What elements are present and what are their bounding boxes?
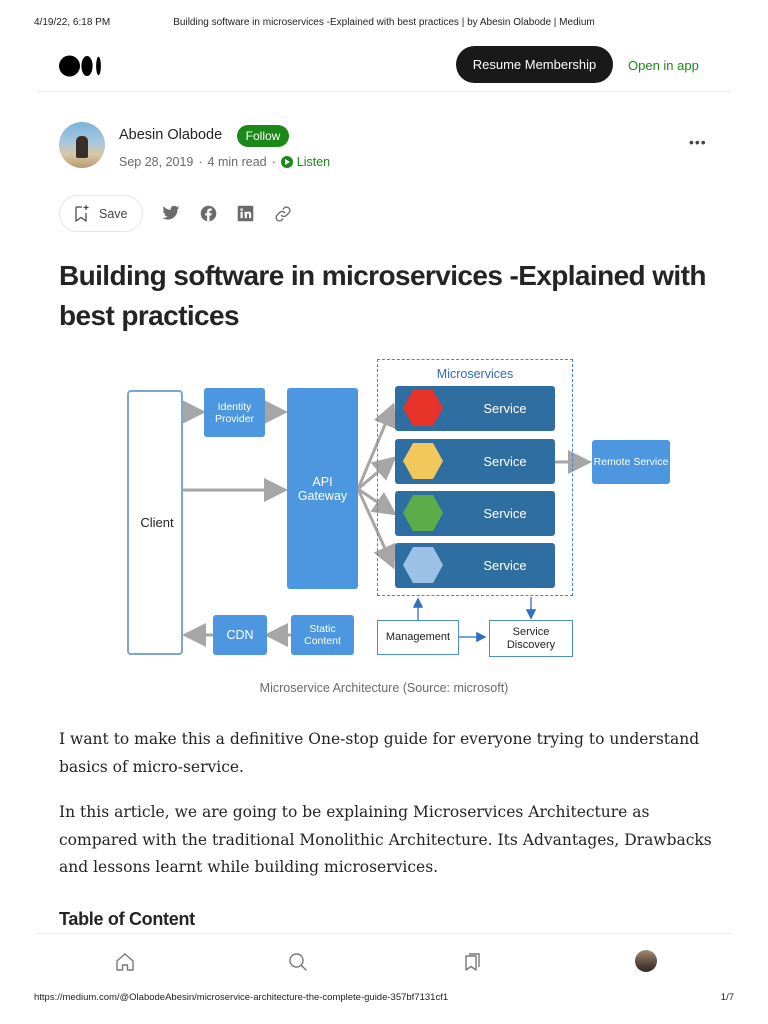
- architecture-diagram: Client Identity Provider API Gateway Mic…: [120, 355, 680, 665]
- save-label: Save: [99, 206, 128, 221]
- service-box: Service: [395, 543, 555, 588]
- service-box: Service: [395, 386, 555, 431]
- api-gateway-box: API Gateway: [287, 388, 358, 589]
- hexagon-icon: [403, 547, 443, 583]
- static-content-box: Static Content: [291, 615, 354, 655]
- listen-button[interactable]: Listen: [280, 155, 331, 169]
- article-title: Building software in microservices -Expl…: [59, 260, 706, 331]
- follow-button[interactable]: Follow: [237, 125, 289, 147]
- link-icon[interactable]: [274, 205, 292, 223]
- print-header: 4/19/22, 6:18 PM Building software in mi…: [0, 17, 768, 31]
- microservices-title: Microservices: [436, 367, 514, 381]
- meta-separator: ·: [198, 155, 203, 169]
- service-box: Service: [395, 491, 555, 536]
- paragraph: I want to make this a definitive One-sto…: [59, 730, 700, 776]
- client-box: Client: [127, 390, 183, 655]
- service-discovery-box: Service Discovery: [489, 620, 573, 657]
- management-box: Management: [377, 620, 459, 655]
- play-icon: [280, 156, 293, 168]
- service-label: Service: [483, 558, 527, 573]
- service-box: Service: [395, 439, 555, 484]
- microservices-group: [377, 359, 573, 596]
- print-page-number: 1/7: [720, 992, 734, 1003]
- hexagon-icon: [403, 495, 443, 531]
- linkedin-icon[interactable]: [237, 205, 254, 222]
- author-header: Abesin Olabode Follow Sep 28, 2019 · 4 min…: [59, 122, 719, 172]
- service-label: Service: [483, 401, 527, 416]
- article-actions: Save: [59, 195, 359, 233]
- diagram-connectors: [182, 400, 592, 647]
- figure-caption: Microservice Architecture (Source: micro…: [259, 681, 509, 695]
- identity-provider-box: Identity Provider: [204, 388, 265, 437]
- print-title: Building software in microservices -Expl…: [173, 17, 595, 28]
- bookmarks-icon[interactable]: [461, 951, 483, 973]
- meta-separator: ·: [271, 155, 276, 169]
- home-icon[interactable]: [114, 951, 136, 973]
- open-in-app-link[interactable]: Open in app: [628, 58, 699, 73]
- top-bar: Resume Membership Open in app: [36, 44, 732, 92]
- author-name[interactable]: Abesin Olabode: [119, 127, 223, 143]
- more-options-icon[interactable]: •••: [689, 134, 707, 150]
- publish-date: Sep 28, 2019: [119, 155, 194, 169]
- bookmark-add-icon: [75, 205, 89, 223]
- listen-label: Listen: [296, 155, 331, 169]
- print-date: 4/19/22, 6:18 PM: [34, 17, 111, 28]
- paragraph: In this article, we are going to be expl…: [59, 803, 712, 876]
- hexagon-icon: [403, 443, 443, 479]
- service-label: Service: [483, 454, 527, 469]
- facebook-icon[interactable]: [200, 205, 217, 222]
- bottom-navigation: [36, 933, 732, 987]
- cdn-box: CDN: [213, 615, 267, 655]
- print-footer: https://medium.com/@OlabodeAbesin/micros…: [0, 992, 768, 1006]
- resume-membership-button[interactable]: Resume Membership: [456, 46, 613, 83]
- medium-logo-icon[interactable]: [59, 55, 103, 77]
- author-avatar[interactable]: [59, 122, 105, 168]
- client-label: Client: [140, 515, 174, 530]
- profile-avatar[interactable]: [635, 950, 657, 972]
- service-label: Service: [483, 506, 527, 521]
- remote-service-box: Remote Service: [592, 440, 670, 484]
- print-url: https://medium.com/@OlabodeAbesin/micros…: [34, 992, 449, 1003]
- read-time: 4 min read: [207, 155, 267, 169]
- section-heading: Table of Content: [59, 909, 195, 929]
- hexagon-icon: [403, 390, 443, 426]
- search-icon[interactable]: [287, 951, 309, 973]
- save-button[interactable]: Save: [59, 195, 143, 232]
- article-meta: Sep 28, 2019 · 4 min read · Listen: [119, 155, 330, 169]
- twitter-icon[interactable]: [162, 205, 180, 221]
